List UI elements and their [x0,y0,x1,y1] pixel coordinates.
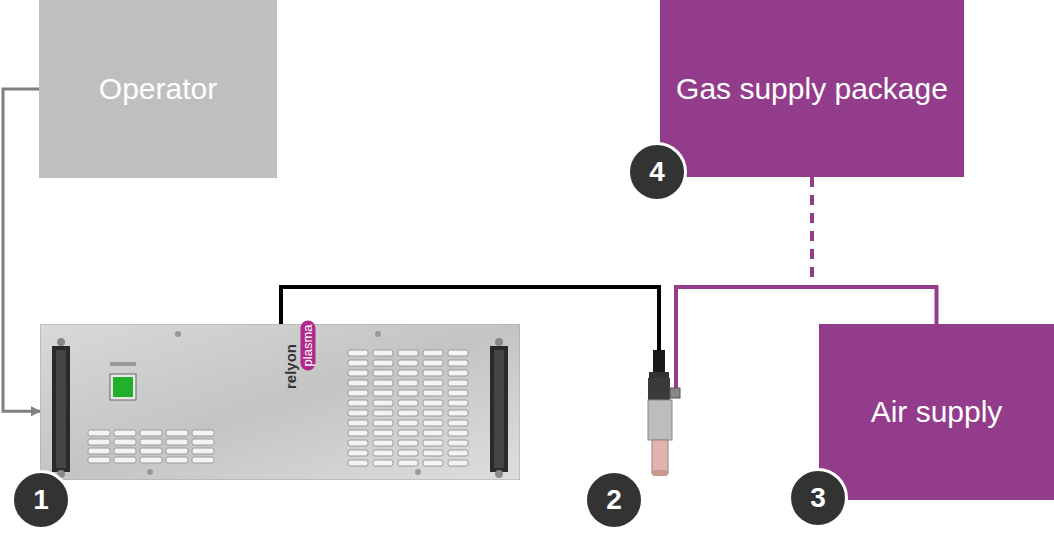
box-label: Gas supply package [662,67,962,111]
box-label: Air supply [857,390,1017,434]
callout-number: 1 [11,470,71,530]
plasma-generator: 1 [40,324,520,480]
nozzle-illustration [644,350,684,480]
logo-badge: plasma [300,321,315,371]
callout-number: 4 [627,142,687,202]
operator-box: Operator [39,0,277,178]
connector-segment [676,287,812,393]
supply-box: Gas supply package4 [660,0,964,177]
box-label: Operator [85,67,231,111]
connector-segment [3,89,40,411]
callout-number: 3 [788,468,848,528]
logo-text: relyon [282,344,299,389]
connector-line [3,89,40,411]
callout-number: 2 [584,470,644,530]
plasma-nozzle: 2 [644,350,684,480]
connector-segment [810,177,814,287]
supply-box: Air supply3 [819,324,1054,500]
generator-illustration [40,324,520,480]
